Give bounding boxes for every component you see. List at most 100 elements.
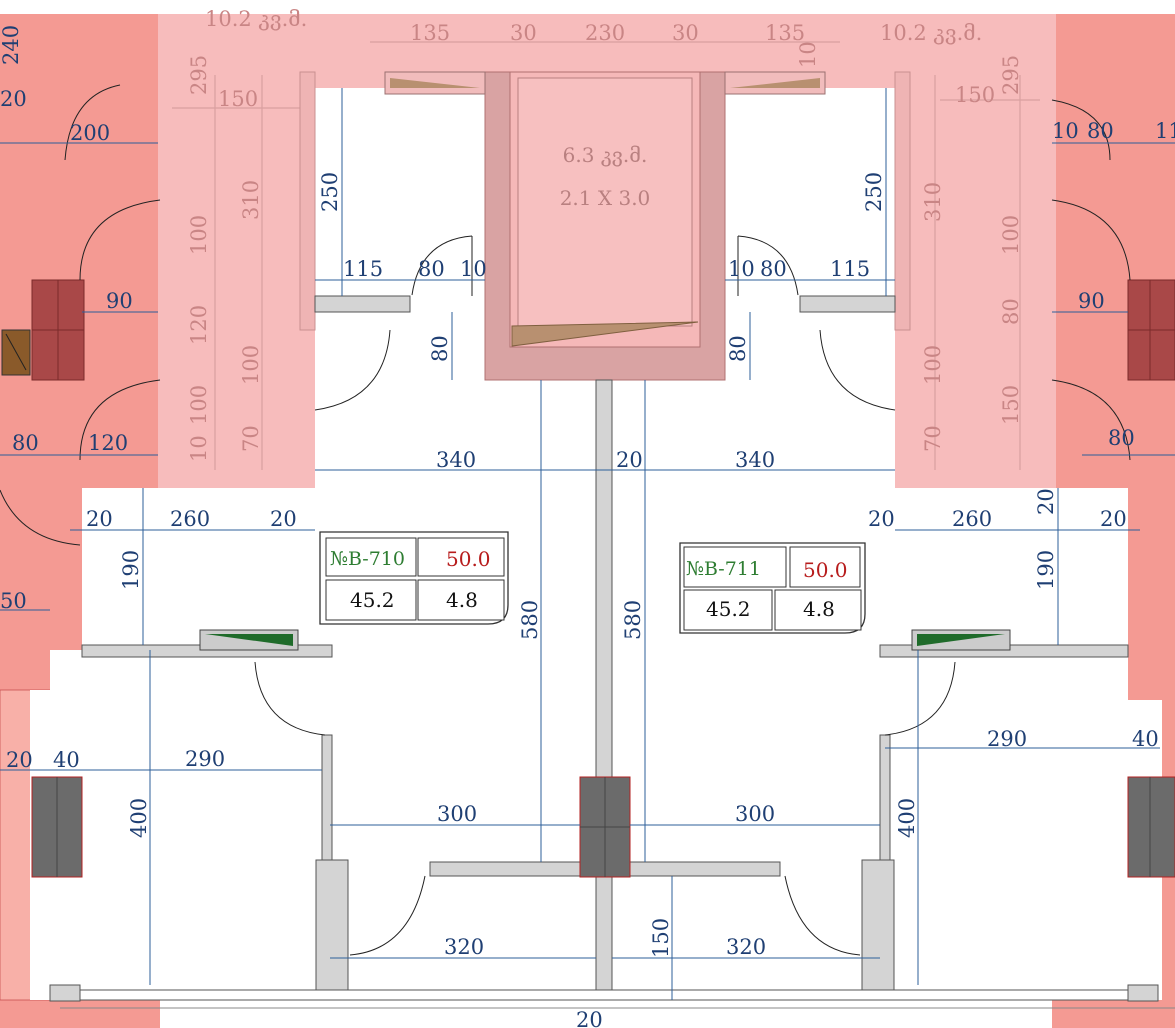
dimension-label: 340 xyxy=(436,448,476,472)
dimension-label: 300 xyxy=(735,802,775,826)
dimension-label: 10 xyxy=(460,257,487,281)
dimension-label: 320 xyxy=(726,935,766,959)
dimension-label: 40 xyxy=(53,748,80,772)
dimension-label: 90 xyxy=(1078,289,1105,313)
dimension-label: 295 xyxy=(999,55,1023,95)
apartment-balcony-area: 4.8 xyxy=(446,588,478,612)
dimension-label: 300 xyxy=(437,802,477,826)
dimension-label: 20 xyxy=(6,748,33,772)
dimension-label: 150 xyxy=(649,918,673,958)
elevator-size-text: 2.1 X 3.0 xyxy=(560,186,651,210)
apartment-id: №B-711 xyxy=(686,558,761,580)
unit-left-dims: 250 115 80 10 80 340 20 260 20 190 580 4… xyxy=(86,172,542,959)
apartment-living-area: 45.2 xyxy=(350,588,395,612)
dimension-label: 80 xyxy=(999,298,1023,325)
dimension-label: 20 xyxy=(868,507,895,531)
dimension-label: 10 xyxy=(796,41,820,68)
center-dims: 20 20 xyxy=(576,448,643,1028)
stair-area-left: 10.2 კვ.მ. xyxy=(205,7,307,31)
stair-area-labels: 10.2 კვ.მ. 10.2 კვ.მ. xyxy=(205,7,982,45)
dimension-label: 150 xyxy=(218,87,258,111)
dimension-label: 240 xyxy=(0,25,23,65)
walls xyxy=(49,295,1175,1009)
apartment-balcony-area: 4.8 xyxy=(803,597,835,621)
unit-right-dims: 250 10 80 115 80 340 20 260 20 20 190 58… xyxy=(621,172,1127,959)
dimension-label: 100 xyxy=(999,215,1023,255)
dimension-label: 11 xyxy=(1155,119,1175,143)
dimension-label: 20 xyxy=(86,507,113,531)
dimension-label: 10 xyxy=(187,435,211,462)
apartment-total-area: 50.0 xyxy=(803,558,848,582)
dimension-label: 50 xyxy=(0,589,27,613)
dimension-label: 30 xyxy=(672,21,699,45)
dimension-label: 80 xyxy=(1108,426,1135,450)
dimension-label: 80 xyxy=(428,335,452,362)
neighbor-dimension-lines xyxy=(0,142,1175,771)
neighbor-left-dims: 240 20 200 90 80 120 50 20 40 xyxy=(0,25,133,772)
dimension-label: 10 xyxy=(728,257,755,281)
dimension-label: 190 xyxy=(119,550,143,590)
apartment-living-area: 45.2 xyxy=(706,597,751,621)
dimension-label: 80 xyxy=(1087,119,1114,143)
dimension-label: 260 xyxy=(952,507,992,531)
dimension-label: 135 xyxy=(765,21,805,45)
dimension-label: 135 xyxy=(410,21,450,45)
apartment-card-b710[interactable]: №B-710 50.0 45.2 4.8 xyxy=(319,531,509,625)
dimension-label: 120 xyxy=(187,305,211,345)
left-faded-dims: 295 150 310 100 120 100 100 70 10 xyxy=(187,55,263,462)
dimension-label: 70 xyxy=(239,425,263,452)
dimension-label: 250 xyxy=(318,172,342,212)
dimension-label: 100 xyxy=(921,345,945,385)
dimension-label: 40 xyxy=(1132,727,1159,751)
dimension-label: 100 xyxy=(187,385,211,425)
columns xyxy=(31,776,1175,878)
dimension-label: 400 xyxy=(895,798,919,838)
dimension-label: 400 xyxy=(127,798,151,838)
dimension-label: 100 xyxy=(187,215,211,255)
dimension-label: 580 xyxy=(621,600,645,640)
dimension-label: 250 xyxy=(862,172,886,212)
dimension-label: 260 xyxy=(170,507,210,531)
dimension-label: 20 xyxy=(1034,488,1058,515)
dimension-label: 320 xyxy=(444,935,484,959)
dimension-label: 80 xyxy=(418,257,445,281)
dimension-label: 70 xyxy=(921,425,945,452)
dimension-label: 90 xyxy=(106,289,133,313)
door-swings xyxy=(0,84,1131,956)
dimension-label: 290 xyxy=(987,727,1027,751)
elevator-shaft: 6.3 კვ.მ. 2.1 X 3.0 xyxy=(484,71,726,381)
neighbor-right-dims: 10 80 11 90 80 40 xyxy=(1052,119,1175,751)
dimension-label: 80 xyxy=(726,335,750,362)
dimension-label: 115 xyxy=(343,257,383,281)
dimension-label: 190 xyxy=(1034,550,1058,590)
apartment-id: №B-710 xyxy=(330,548,405,570)
dimension-label: 80 xyxy=(12,431,39,455)
top-faded-dims: 135 30 230 30 135 10 xyxy=(410,21,820,68)
dimension-label: 580 xyxy=(518,600,542,640)
stair-area-right: 10.2 კვ.მ. xyxy=(880,21,982,45)
elevator-area-text: 6.3 კვ.მ. xyxy=(563,143,648,167)
common-area-dimensions xyxy=(172,41,1040,470)
dimension-label: 310 xyxy=(239,180,263,220)
apartment-dimension-lines xyxy=(70,88,1160,1000)
dimension-label: 150 xyxy=(955,83,995,107)
apartment-card-b711[interactable]: №B-711 50.0 45.2 4.8 xyxy=(679,542,866,634)
dimension-label: 290 xyxy=(185,747,225,771)
dimension-label: 100 xyxy=(239,345,263,385)
dimension-label: 295 xyxy=(187,55,211,95)
dimension-label: 120 xyxy=(88,431,128,455)
dimension-label: 10 xyxy=(1052,119,1079,143)
dimension-label: 20 xyxy=(616,448,643,472)
dimension-label: 310 xyxy=(921,182,945,222)
dimension-label: 30 xyxy=(510,21,537,45)
dimension-label: 150 xyxy=(999,385,1023,425)
dimension-label: 20 xyxy=(1100,507,1127,531)
dimension-label: 230 xyxy=(585,21,625,45)
dimension-label: 20 xyxy=(576,1008,603,1028)
dimension-label: 340 xyxy=(735,448,775,472)
apartment-total-area: 50.0 xyxy=(446,547,491,571)
dimension-label: 200 xyxy=(70,121,110,145)
dimension-label: 80 xyxy=(760,257,787,281)
dimension-label: 20 xyxy=(270,507,297,531)
